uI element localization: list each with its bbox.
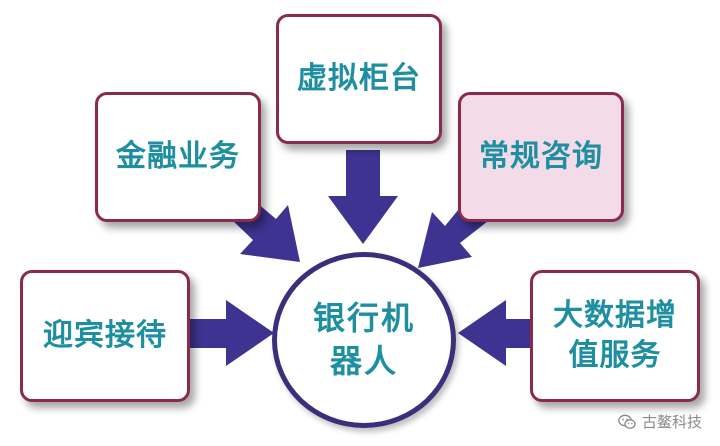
- hub-line2: 器人: [329, 342, 398, 380]
- node-big-data-line2: 值服务: [568, 338, 662, 373]
- watermark: 古鳌科技: [618, 411, 702, 432]
- watermark-text: 古鳌科技: [641, 413, 702, 431]
- node-financial-business-label: 金融业务: [116, 138, 240, 174]
- node-virtual-counter-label: 虚拟柜台: [297, 60, 421, 96]
- arrow-virtual-counter: [328, 150, 398, 244]
- hub-line1: 银行机: [312, 298, 415, 337]
- node-big-data-services: 大数据增 值服务: [530, 270, 700, 402]
- hub-bank-robot: 银行机 器人: [272, 252, 456, 428]
- node-financial-business: 金融业务: [95, 92, 261, 222]
- node-regular-consulting-label: 常规咨询: [479, 138, 603, 174]
- hub-text: 银行机 器人: [313, 297, 415, 383]
- wechat-icon: [618, 414, 636, 429]
- arrow-big-data-services: [458, 300, 530, 366]
- node-regular-consulting: 常规咨询: [458, 92, 624, 222]
- node-big-data-line1: 大数据增: [553, 297, 677, 333]
- arrow-greeting-reception: [190, 300, 274, 366]
- node-big-data-services-text: 大数据增 值服务: [553, 296, 677, 377]
- node-greeting-reception-label: 迎宾接待: [43, 317, 167, 353]
- node-virtual-counter: 虚拟柜台: [276, 14, 442, 144]
- node-greeting-reception: 迎宾接待: [20, 270, 190, 402]
